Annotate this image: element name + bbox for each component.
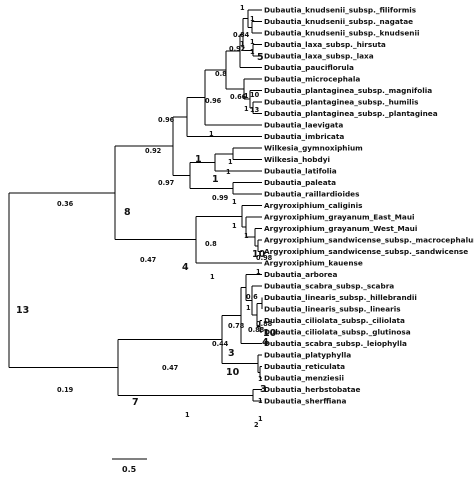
taxon-label: Dubautia_plantaginea_subsp._magnifolia	[264, 86, 432, 95]
taxon-label: Dubautia_knudsenii_subsp._knudsenii	[264, 29, 419, 38]
branch-label-knudsenii-laxa: 0.92	[229, 45, 246, 53]
support-lower-1a: 1	[246, 304, 251, 312]
support-lower-1b: 1	[258, 375, 263, 383]
support-099: 0.99	[212, 194, 229, 202]
branch-label-wilkesia-group: 0.97	[158, 179, 175, 187]
support-1-n: 1	[232, 222, 237, 230]
taxon-label: Dubautia_latifolia	[264, 167, 337, 176]
support-lower-4: 4	[262, 337, 269, 348]
taxon-label: Dubautia_plantaginea_subsp._plantaginea	[264, 109, 438, 118]
clade-7-label: 7	[132, 397, 139, 408]
support-argy-10: 10	[252, 249, 266, 260]
taxon-label: Dubautia_ciliolata_subsp._ciliolata	[264, 316, 405, 325]
branch-label-plantaginea-group: 0.66	[230, 93, 247, 101]
support-lower-10b: 10	[226, 367, 240, 378]
support-1-e: 1	[240, 40, 245, 48]
tree-branches	[8, 9, 263, 402]
support-lower-088b: 0.88	[248, 326, 265, 334]
support-lower-2: 2	[254, 421, 259, 429]
scale-bar: 0.5	[112, 458, 147, 474]
clade-8-label: 8	[124, 207, 131, 218]
support-10-plant: 10	[250, 91, 260, 99]
branch-label-dubautia-sub: 0.96	[205, 97, 222, 105]
support-argy-1c: 1	[244, 232, 249, 240]
support-lower-1e: 1	[258, 415, 263, 423]
branch-label-knudsenii-laxa-group: 0.8	[215, 70, 227, 78]
branch-label-laxa: 5	[257, 52, 264, 63]
taxon-label: Dubautia_paleata	[264, 178, 336, 187]
taxon-label: Dubautia_raillardioides	[264, 190, 359, 199]
support-lower-044: 0.44	[212, 340, 229, 348]
taxon-label: Dubautia_laxa_subsp._laxa	[264, 52, 374, 61]
support-1-f: 1	[244, 92, 249, 100]
support-argy-098: 0.98	[256, 254, 273, 262]
support-1-m: 1	[232, 198, 237, 206]
taxon-label: Argyroxiphium_sandwicense_subsp._sandwic…	[264, 247, 468, 256]
support-lower-10a: 10	[263, 328, 277, 339]
support-argy-08: 0.8	[205, 240, 217, 248]
support-lower-078: 0.78	[228, 322, 245, 330]
support-lower-1c: 1	[258, 397, 263, 405]
branch-label-argyroxiphium: 0.47	[140, 256, 157, 264]
taxon-label: Dubautia_menziesii	[264, 374, 344, 383]
support-lower-3b: 3	[260, 384, 267, 395]
taxon-label: Dubautia_scabra_subsp._leiophylla	[264, 339, 407, 348]
support-1-h: 1	[209, 130, 214, 138]
root-label: 13	[16, 305, 29, 316]
support-1-d: 1	[250, 48, 255, 56]
taxon-label: Dubautia_arborea	[264, 270, 337, 279]
taxon-label: Dubautia_microcephala	[264, 75, 360, 84]
taxon-label: Dubautia_laevigata	[264, 121, 343, 130]
support-lower-088a: 0.88	[256, 320, 273, 328]
clade-4-label: 4	[182, 262, 189, 273]
taxon-label: Argyroxiphium_grayanum_East_Maui	[264, 213, 415, 222]
taxon-label: Dubautia_knudsenii_subsp._filiformis	[264, 6, 416, 15]
support-lower-047: 0.47	[162, 364, 179, 372]
taxon-label: Dubautia_laxa_subsp._hirsuta	[264, 40, 386, 49]
taxon-label: Dubautia_linearis_subsp._hillebrandii	[264, 293, 417, 302]
support-lower-3: 3	[228, 348, 235, 359]
support-1-g: 1	[244, 105, 249, 113]
taxon-label: Dubautia_platyphylla	[264, 351, 351, 360]
branch-label-lower: 0.19	[57, 386, 74, 394]
taxon-label: Dubautia_sherffiana	[264, 397, 346, 406]
taxon-label: Argyroxiphium_sandwicense_subsp._macroce…	[264, 236, 474, 245]
support-1-i: 1	[195, 154, 202, 165]
taxon-label: Argyroxiphium_caliginis	[264, 201, 362, 210]
taxon-label: Dubautia_linearis_subsp._linearis	[264, 305, 401, 314]
support-lower-06: 0.6	[246, 293, 258, 301]
support-1-k: 1	[228, 158, 233, 166]
branch-label-dubautia-upper: 0.96	[158, 116, 175, 124]
support-1-b: 1	[250, 15, 255, 23]
support-1-c: 1	[250, 38, 255, 46]
branch-label-dubautia-main: 0.92	[145, 147, 162, 155]
node-labels: 13 0.36 0.19 8 7 4 0.92 0.47 0.96 0.97 0…	[16, 4, 277, 429]
taxon-label: Wilkesia_hobdyi	[264, 155, 330, 164]
branch-label-knudsenii: 0.84	[233, 31, 250, 39]
taxon-label: Dubautia_knudsenii_subsp._nagatae	[264, 17, 413, 26]
taxon-label: Dubautia_imbricata	[264, 132, 344, 141]
taxon-labels: Dubautia_knudsenii_subsp._filiformisDuba…	[264, 6, 474, 406]
taxon-label: Dubautia_ciliolata_subsp._glutinosa	[264, 328, 411, 337]
taxon-label: Argyroxiphium_kauense	[264, 259, 363, 268]
taxon-label: Argyroxiphium_grayanum_West_Maui	[264, 224, 417, 233]
taxon-label: Dubautia_plantaginea_subsp._humilis	[264, 98, 418, 107]
taxon-label: Wilkesia_gymnoxiphium	[264, 144, 363, 153]
taxon-label: Dubautia_scabra_subsp._scabra	[264, 282, 394, 291]
taxon-label: Dubautia_pauciflorula	[264, 63, 354, 72]
scale-bar-label: 0.5	[122, 465, 137, 474]
taxon-label: Dubautia_herbstobatae	[264, 385, 361, 394]
support-argy-1a: 1	[256, 268, 261, 276]
branch-label-upper: 0.36	[57, 200, 74, 208]
support-1-a: 1	[240, 4, 245, 12]
support-1-j: 1	[212, 174, 219, 185]
taxon-label: Dubautia_reticulata	[264, 362, 345, 371]
support-argy-1b: 1	[210, 273, 215, 281]
support-13-plant: 13	[250, 106, 260, 114]
support-lower-1d: 1	[185, 411, 190, 419]
support-1-l: 1	[226, 168, 231, 176]
